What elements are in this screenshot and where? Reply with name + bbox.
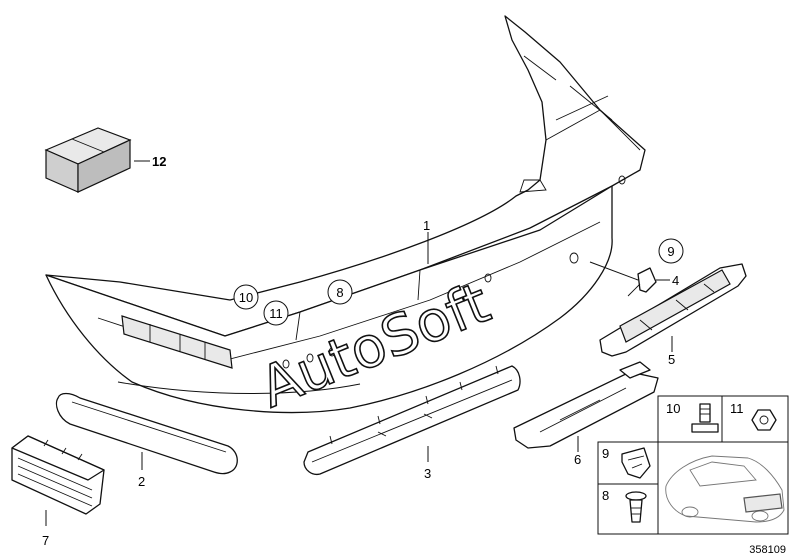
diagram-reference: 358109 xyxy=(749,544,786,556)
inset-label-9: 9 xyxy=(602,446,609,461)
callout-1: 1 xyxy=(423,218,430,233)
part-2-trim-strip xyxy=(55,392,238,475)
part-3-trim-strip xyxy=(303,365,521,476)
part-5-bracket-rail xyxy=(599,263,747,357)
callout-11: 11 xyxy=(269,306,283,321)
callout-3: 3 xyxy=(424,466,431,481)
callout-9: 9 xyxy=(667,244,674,259)
callout-8: 8 xyxy=(336,285,343,300)
inset-label-10: 10 xyxy=(666,401,680,416)
fastener-9-clip-icon xyxy=(621,447,651,479)
callout-6: 6 xyxy=(574,452,581,467)
part-2-edge xyxy=(71,401,227,453)
car-silhouette-icon xyxy=(665,455,785,523)
inset-label-8: 8 xyxy=(602,488,609,503)
inset-cell-8 xyxy=(597,483,659,535)
callout-9-circle xyxy=(658,238,684,264)
part-12-repair-kit xyxy=(44,127,132,193)
fastener-inset: 10 11 9 8 xyxy=(597,395,789,535)
part-4-bracket xyxy=(627,267,657,297)
fastener-11-nut-icon xyxy=(751,409,777,431)
fastener-8-rivet-icon xyxy=(625,491,647,523)
callout-12: 12 xyxy=(152,154,166,169)
leader-4b xyxy=(589,261,639,281)
callout-8-circle xyxy=(327,279,353,305)
callout-2: 2 xyxy=(138,474,145,489)
callout-7: 7 xyxy=(42,533,49,548)
inset-cell-car xyxy=(657,441,789,535)
inset-label-11: 11 xyxy=(730,401,744,416)
callout-10: 10 xyxy=(239,290,253,305)
callout-11-circle xyxy=(263,300,289,326)
part-1-bumper-trim xyxy=(45,15,646,414)
callout-5: 5 xyxy=(668,352,675,367)
inset-cell-10 xyxy=(657,395,723,443)
callout-10-circle xyxy=(233,284,259,310)
callout-4: 4 xyxy=(672,273,679,288)
part-6-lower-bracket xyxy=(513,361,659,449)
fastener-10-bolt-icon xyxy=(691,403,719,433)
part-7-vent-grille xyxy=(11,435,105,515)
